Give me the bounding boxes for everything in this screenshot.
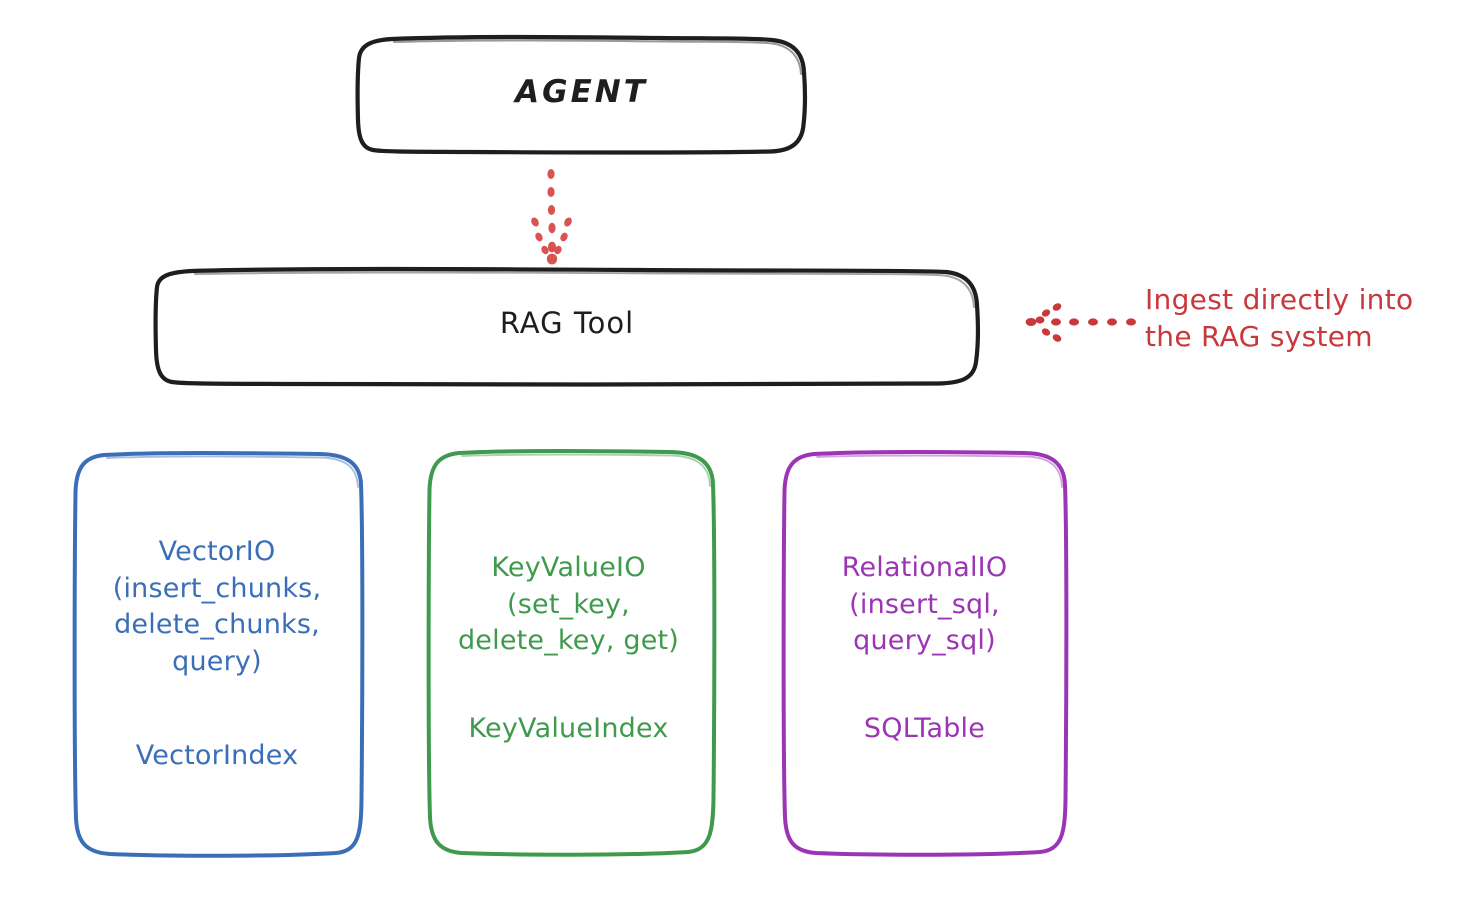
key-value-io-api-label: KeyValueIO (set_key, delete_key, get)	[457, 552, 680, 657]
ingest-annotation-label: Ingest directly into the RAG system	[1145, 283, 1414, 354]
node-key-value-io[interactable]	[426, 449, 717, 857]
relational-io-box-outline-sketch	[816, 454, 1063, 488]
vector-io-box-outline-sketch	[106, 455, 359, 488]
vector-io-index-label: VectorIndex	[135, 740, 299, 771]
relational-io-index-label: SQLTable	[863, 713, 986, 744]
relational-io-api-label: RelationalIO (insert_sql, query_sql)	[841, 552, 1008, 657]
connector-agent-to-rag-tool	[531, 169, 572, 265]
vector-io-api-label: VectorIO (insert_chunks, delete_chunks, …	[112, 536, 322, 678]
node-vector-io[interactable]	[72, 451, 365, 858]
agent-label: AGENT	[515, 74, 648, 110]
agent-box-outline	[355, 34, 807, 155]
agent-box-outline-sketch	[392, 39, 803, 76]
key-value-io-box-outline	[426, 449, 717, 857]
node-rag-tool[interactable]	[153, 266, 980, 387]
connector-annotation-to-rag-tool	[1025, 303, 1136, 342]
node-relational-io[interactable]	[781, 450, 1069, 857]
key-value-io-index-label: KeyValueIndex	[468, 713, 669, 744]
rag-tool-label: RAG Tool	[499, 306, 635, 340]
key-value-io-box-outline-sketch	[461, 453, 711, 487]
rag-tool-box-outline	[153, 266, 980, 387]
relational-io-box-outline	[781, 450, 1069, 857]
vector-io-box-outline	[72, 451, 365, 858]
rag-tool-box-outline-sketch	[193, 271, 976, 309]
node-agent[interactable]	[355, 34, 807, 155]
